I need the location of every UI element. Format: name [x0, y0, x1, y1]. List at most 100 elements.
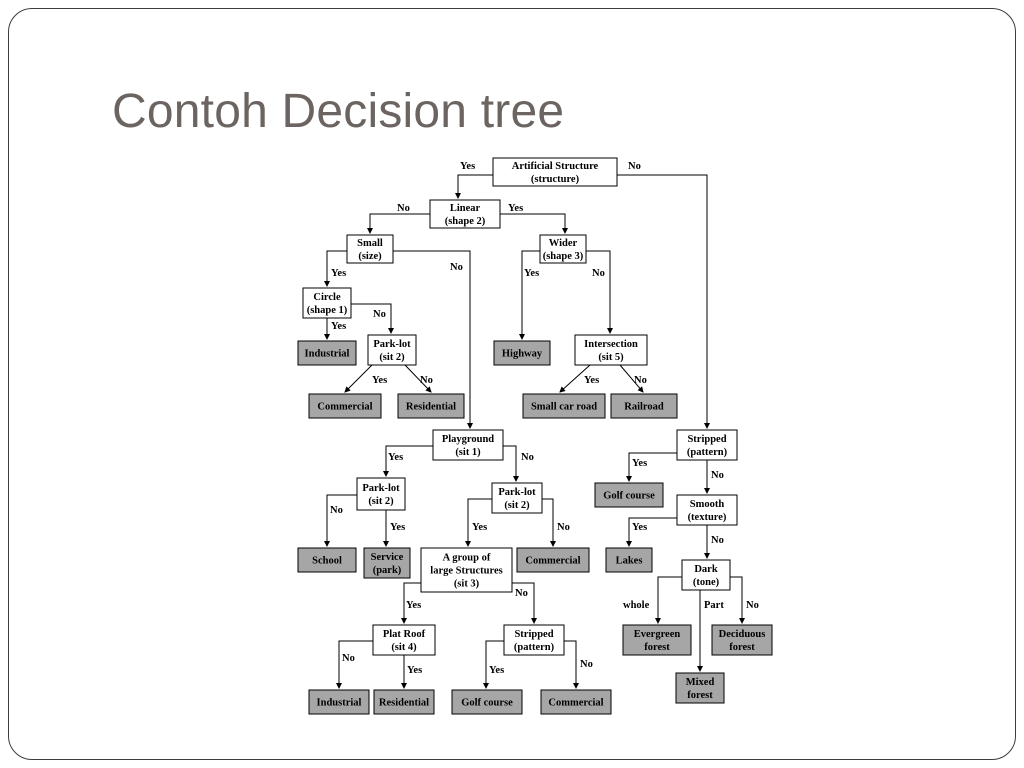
node-text-intersection-0: Intersection	[584, 339, 638, 350]
leaf-node-smallcarroad: Small car road	[522, 393, 606, 419]
node-text-highway-0: Highway	[502, 349, 543, 360]
decision-node-intersection: Intersection (sit 5)	[574, 334, 648, 366]
edge-linear-to-wider	[500, 213, 568, 234]
edge-label-stripped1-to-golfcourse1: Yes	[632, 458, 647, 469]
node-text-group-2: (sit 3)	[454, 579, 480, 590]
edge-parklot1-to-commercial1	[344, 364, 373, 393]
edge-artificial-to-linear	[455, 174, 493, 199]
node-box-artificial	[492, 157, 618, 187]
node-box-group	[420, 547, 513, 593]
edge-group-to-stripped2	[512, 582, 537, 624]
edge-group-to-platroof	[401, 582, 421, 624]
edge-label-playground-to-parklot3: No	[521, 452, 534, 463]
edge-label-parklot3-to-commercial2: No	[557, 522, 570, 533]
decision-node-parklot2: Park-lot(sit 2)	[356, 477, 406, 511]
node-box-golfcourse1	[594, 482, 664, 508]
edge-circle-to-parklot1	[351, 303, 394, 334]
edge-stripped2-to-golfcourse2	[483, 640, 504, 689]
node-text-artificial-0: Artificial Structure	[512, 161, 599, 172]
edge-playground-to-parklot3	[503, 445, 519, 482]
leaf-node-industrial2: Industrial	[308, 689, 370, 715]
edge-playground-to-parklot2	[383, 445, 433, 477]
node-text-artificial-1: (structure)	[531, 174, 580, 185]
edge-stripped2-to-commercial3	[564, 640, 579, 689]
node-text-dark-1: (tone)	[693, 577, 720, 588]
node-text-parklot1-0: Park-lot	[373, 339, 411, 350]
node-text-industrial2-0: Industrial	[317, 698, 362, 709]
edge-label-wider-to-intersection: No	[592, 268, 605, 279]
edge-label-artificial-to-stripped1: No	[628, 161, 641, 172]
node-text-service-1: (park)	[373, 565, 402, 576]
node-box-linear	[429, 199, 501, 229]
decision-node-circle: Circle(shape 1)	[302, 287, 352, 319]
node-text-service-0: Service	[371, 552, 404, 563]
node-text-commercial1-0: Commercial	[317, 402, 372, 413]
node-box-commercial3	[540, 689, 612, 715]
edge-label-artificial-to-linear: Yes	[460, 161, 475, 172]
leaf-node-golfcourse2: Golf course	[451, 689, 523, 715]
node-text-intersection-1: (sit 5)	[598, 352, 624, 363]
edge-label-group-to-stripped2: No	[515, 588, 528, 599]
node-box-smooth	[676, 494, 738, 526]
leaf-node-commercial2: Commercial	[516, 547, 590, 573]
node-text-smooth-0: Smooth	[690, 499, 725, 510]
node-text-railroad-0: Railroad	[624, 402, 664, 413]
edge-label-platroof-to-industrial2: No	[342, 653, 355, 664]
node-text-playground-1: (sit 1)	[455, 447, 481, 458]
edge-label-intersection-to-railroad: No	[634, 375, 647, 386]
node-text-platroof-1: (sit 4)	[391, 642, 417, 653]
node-text-deciduous-0: Deciduous	[719, 629, 766, 640]
leaf-node-service: Service (park)	[363, 547, 411, 579]
leaf-node-highway: Highway	[493, 340, 551, 366]
node-text-wider-1: (shape 3)	[543, 251, 584, 262]
node-box-stripped1	[676, 429, 738, 461]
decision-node-dark: Dark(tone)	[681, 559, 731, 591]
node-text-industrial1-0: Industrial	[305, 349, 350, 360]
edge-smooth-to-lakes	[626, 517, 677, 547]
edge-label-stripped2-to-golfcourse2: Yes	[489, 665, 504, 676]
node-box-residential1	[397, 393, 465, 419]
decision-node-platroof: Plat Roof (sit 4)	[372, 624, 436, 656]
node-text-golfcourse2-0: Golf course	[461, 698, 513, 709]
edge-label-dark-to-evergreen: whole	[623, 600, 650, 611]
edge-linear-to-small	[367, 213, 430, 234]
node-box-platroof	[372, 624, 436, 656]
edge-label-small-to-circle: Yes	[331, 268, 346, 279]
leaf-node-commercial3: Commercial	[540, 689, 612, 715]
node-box-golfcourse2	[451, 689, 523, 715]
node-text-residential2-0: Residential	[379, 698, 429, 709]
node-text-circle-0: Circle	[313, 292, 341, 303]
node-box-school	[297, 547, 357, 573]
node-text-stripped2-0: Stripped	[514, 629, 553, 640]
node-text-platroof-0: Plat Roof	[383, 629, 426, 640]
edge-label-intersection-to-smallcarroad: Yes	[584, 375, 599, 386]
node-box-commercial1	[308, 393, 382, 419]
node-box-industrial2	[308, 689, 370, 715]
edge-label-parklot1-to-residential1: No	[420, 375, 433, 386]
leaf-node-school: School	[297, 547, 357, 573]
node-text-evergreen-0: Evergreen	[634, 629, 681, 640]
leaf-node-residential1: Residential	[397, 393, 465, 419]
edge-stripped1-to-golfcourse1	[626, 452, 677, 482]
edge-label-parklot2-to-school: No	[330, 505, 343, 516]
node-box-lakes	[605, 547, 653, 573]
leaf-node-golfcourse1: Golf course	[594, 482, 664, 508]
node-box-small	[346, 234, 394, 264]
decision-node-wider: Wider(shape 3)	[539, 234, 587, 264]
node-box-circle	[302, 287, 352, 319]
decision-node-stripped2: Stripped(pattern)	[503, 624, 565, 656]
node-box-highway	[493, 340, 551, 366]
node-box-stripped2	[503, 624, 565, 656]
node-box-parklot1	[367, 334, 417, 366]
edge-dark-to-evergreen	[655, 576, 682, 624]
edge-label-circle-to-parklot1: No	[373, 309, 386, 320]
node-text-parklot2-1: (sit 2)	[368, 496, 394, 507]
node-box-dark	[681, 559, 731, 591]
edge-label-smooth-to-lakes: Yes	[632, 522, 647, 533]
node-text-residential1-0: Residential	[406, 402, 456, 413]
node-text-group-0: A group of	[443, 553, 491, 564]
node-text-lakes-0: Lakes	[616, 556, 643, 567]
